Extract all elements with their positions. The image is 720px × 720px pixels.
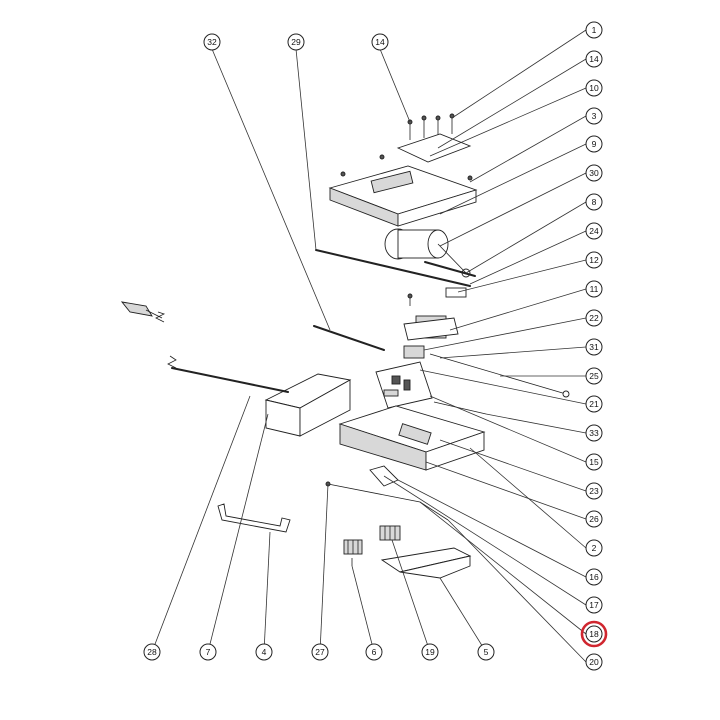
- callout-21: 21: [585, 395, 603, 413]
- svg-text:14: 14: [375, 37, 385, 47]
- transformer: [403, 315, 459, 341]
- callout-6: 6: [365, 643, 383, 661]
- lower-cover-5: [380, 547, 472, 579]
- svg-text:27: 27: [315, 647, 325, 657]
- svg-text:21: 21: [589, 399, 599, 409]
- callout-14-top: 14: [371, 33, 389, 51]
- callout-10: 10: [585, 79, 603, 97]
- svg-text:7: 7: [206, 647, 211, 657]
- svg-text:24: 24: [589, 226, 599, 236]
- callout-24: 24: [585, 222, 603, 240]
- callout-8: 8: [585, 193, 603, 211]
- callout-4: 4: [255, 643, 273, 661]
- svg-text:11: 11: [590, 284, 599, 294]
- callout-7: 7: [199, 643, 217, 661]
- svg-text:30: 30: [589, 168, 599, 178]
- callout-14: 14: [585, 50, 603, 68]
- lens-4: [217, 503, 291, 533]
- callout-3: 3: [585, 107, 603, 125]
- callout-26: 26: [585, 510, 603, 528]
- spring-19: [379, 525, 401, 541]
- leader-lines: [151, 29, 587, 663]
- callout-33: 33: [585, 424, 603, 442]
- top-plate: [396, 133, 472, 163]
- spring-6: [343, 539, 363, 566]
- callout-16: 16: [585, 568, 603, 586]
- cable-27: [327, 483, 449, 521]
- callout-2: 2: [585, 539, 603, 557]
- svg-text:9: 9: [592, 139, 597, 149]
- svg-text:23: 23: [589, 486, 599, 496]
- svg-text:8: 8: [592, 197, 597, 207]
- svg-text:15: 15: [589, 457, 599, 467]
- svg-text:4: 4: [262, 647, 267, 657]
- svg-text:17: 17: [589, 600, 599, 610]
- svg-text:20: 20: [589, 657, 599, 667]
- callout-17: 17: [585, 596, 603, 614]
- top-cover: [328, 165, 478, 227]
- callout-18-highlight-ring: [580, 620, 608, 648]
- callout-32: 32: [203, 33, 221, 51]
- callout-30: 30: [585, 164, 603, 182]
- svg-text:3: 3: [592, 111, 597, 121]
- svg-text:19: 19: [425, 647, 435, 657]
- relay: [403, 345, 425, 359]
- svg-text:33: 33: [589, 428, 599, 438]
- pcb: [375, 361, 433, 409]
- callout-12: 12: [585, 251, 603, 269]
- callout-25: 25: [585, 367, 603, 385]
- callout-9: 9: [585, 135, 603, 153]
- svg-text:32: 32: [207, 37, 217, 47]
- callout-11: 11: [585, 280, 603, 298]
- light-cover: [264, 373, 352, 437]
- callout-1: 1: [585, 21, 603, 39]
- callout-15: 15: [585, 453, 603, 471]
- callout-19: 19: [421, 643, 439, 661]
- svg-text:25: 25: [589, 371, 599, 381]
- svg-text:26: 26: [589, 514, 599, 524]
- callout-31: 31: [585, 338, 603, 356]
- svg-text:10: 10: [589, 83, 599, 93]
- svg-text:31: 31: [589, 342, 599, 352]
- base-chassis: [338, 405, 486, 471]
- rod-29: [315, 249, 471, 287]
- cable-32: [313, 325, 385, 351]
- callout-28: 28: [143, 643, 161, 661]
- power-plug: [120, 301, 166, 323]
- callout-27: 27: [311, 643, 329, 661]
- parts-drawing: [120, 113, 570, 579]
- screws-top: [340, 113, 473, 181]
- wire-25: [429, 353, 567, 395]
- callout-5: 5: [477, 643, 495, 661]
- svg-text:16: 16: [589, 572, 599, 582]
- svg-text:18: 18: [589, 629, 599, 639]
- callout-29: 29: [287, 33, 305, 51]
- svg-text:28: 28: [147, 647, 157, 657]
- callout-22: 22: [585, 309, 603, 327]
- svg-text:2: 2: [592, 543, 597, 553]
- callout-23: 23: [585, 482, 603, 500]
- svg-text:5: 5: [484, 647, 489, 657]
- callout-18: 18: [585, 625, 603, 643]
- svg-text:12: 12: [589, 255, 599, 265]
- svg-text:14: 14: [589, 54, 599, 64]
- rod-28: [171, 367, 289, 393]
- motor: [384, 228, 471, 278]
- bracket-12: [445, 287, 467, 298]
- callout-20: 20: [585, 653, 603, 671]
- svg-text:22: 22: [589, 313, 599, 323]
- svg-text:6: 6: [372, 647, 377, 657]
- svg-text:29: 29: [291, 37, 301, 47]
- svg-text:1: 1: [592, 25, 597, 35]
